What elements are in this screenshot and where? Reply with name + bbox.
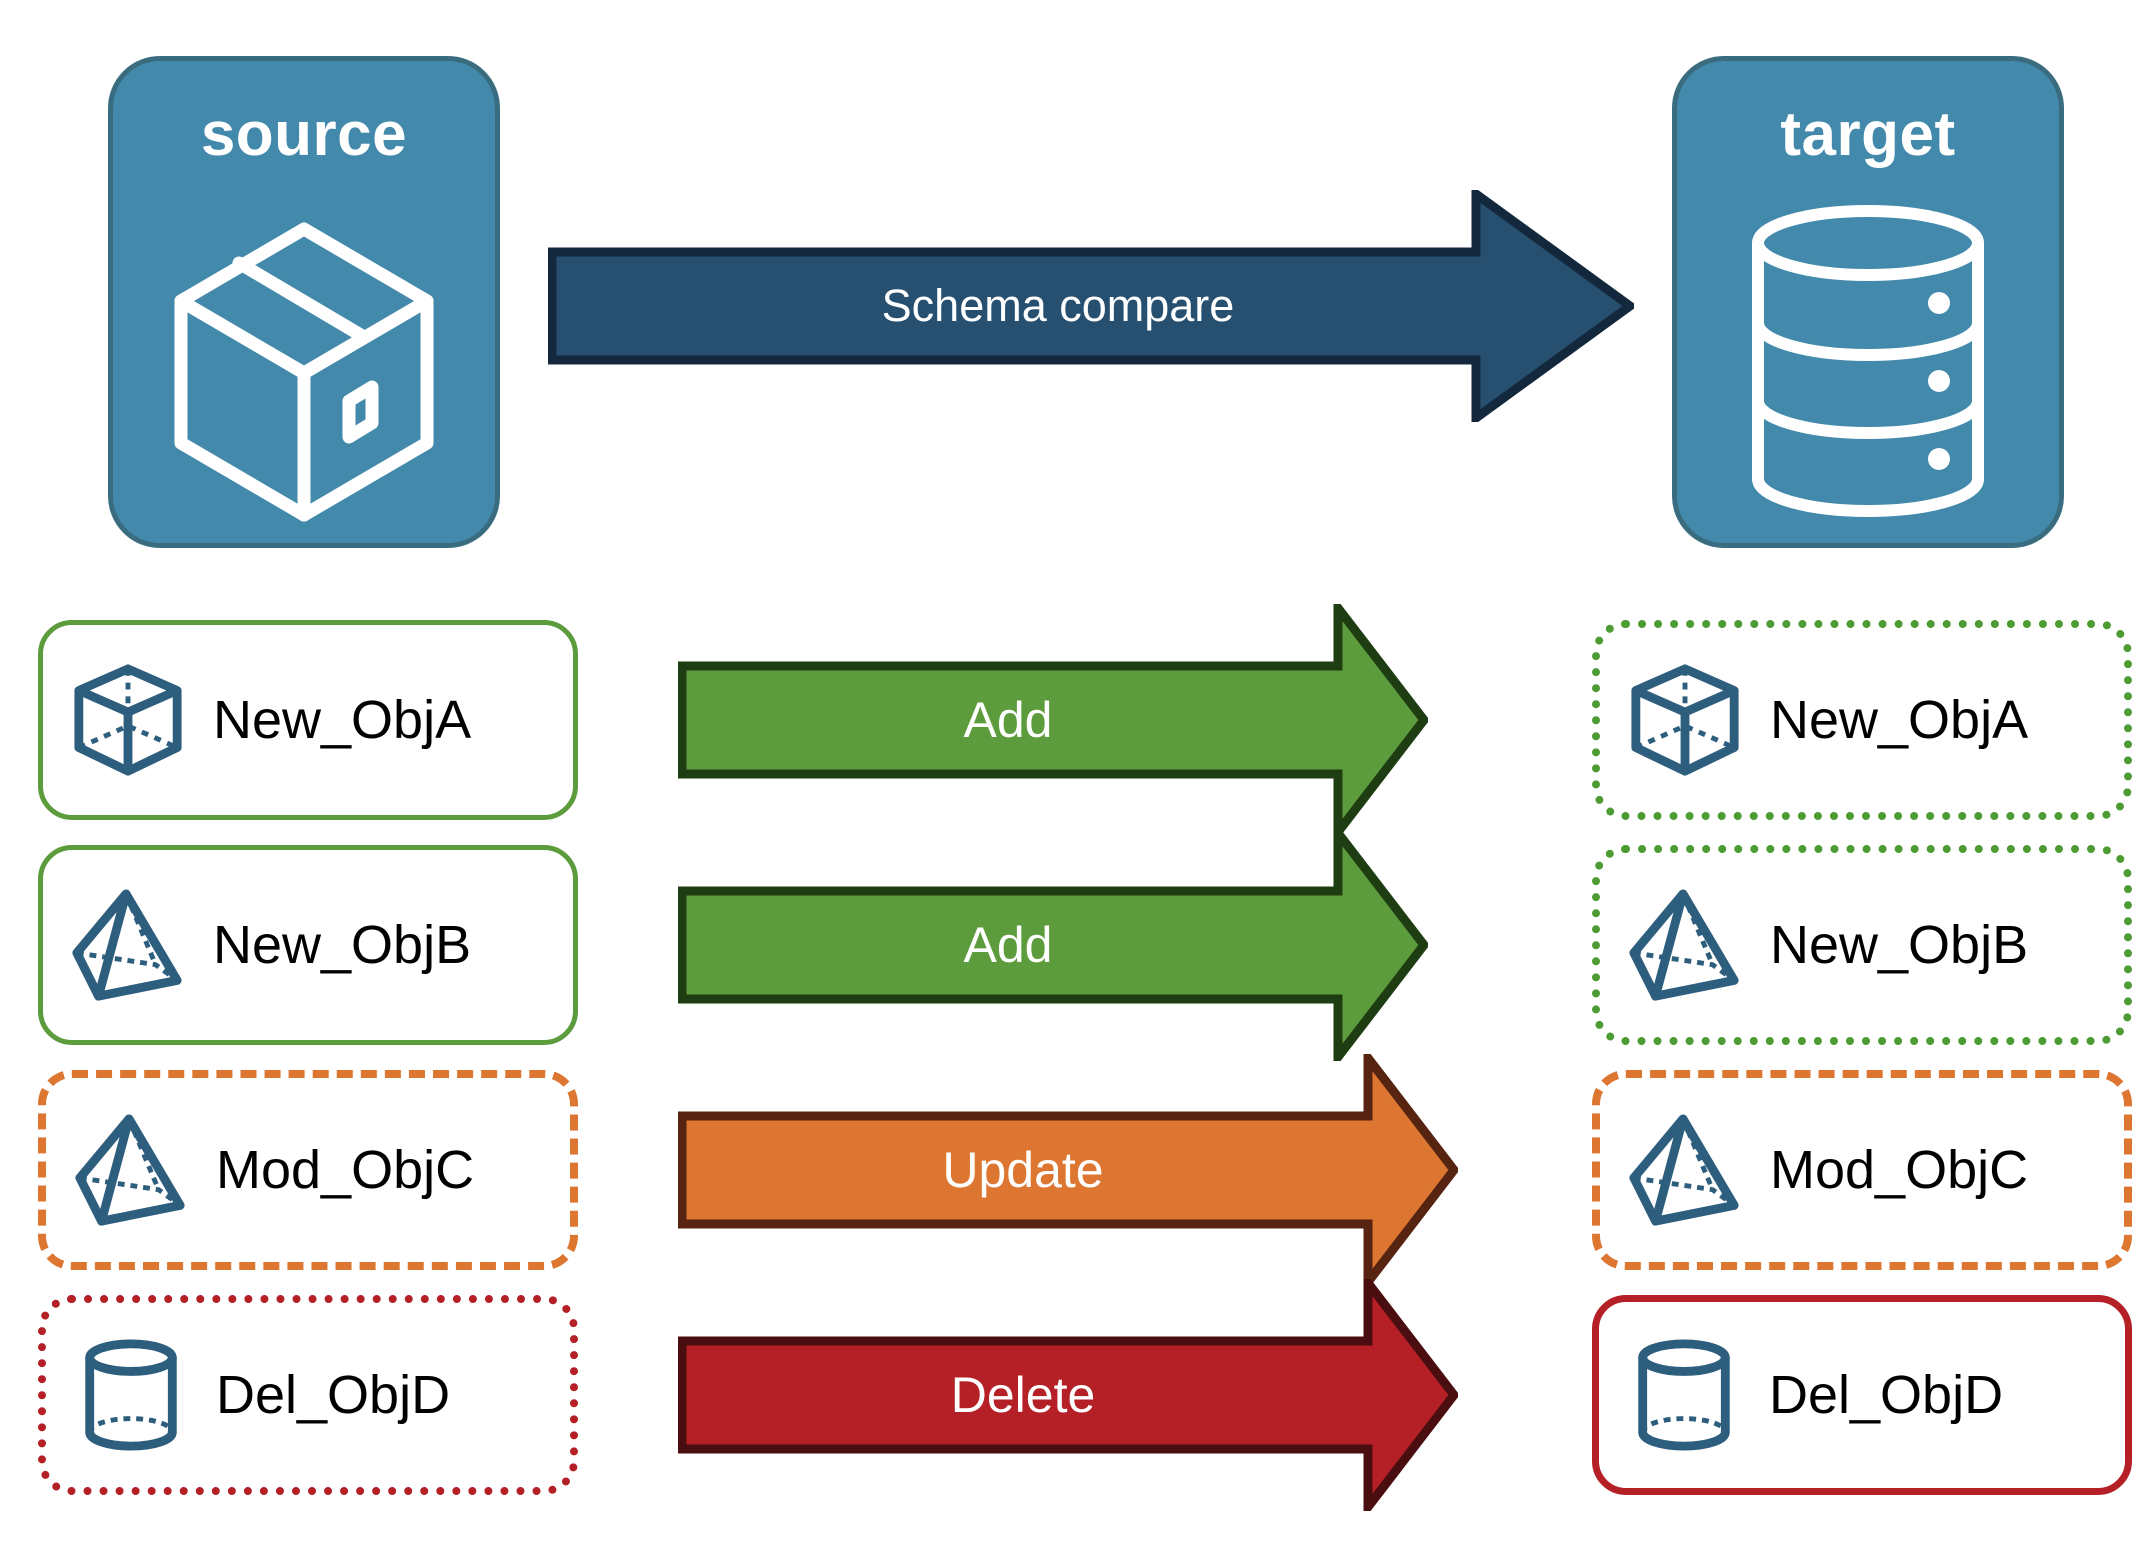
source-object-label-2: Mod_ObjC <box>216 1140 475 1200</box>
cube-wireframe-icon <box>1600 661 1770 779</box>
add-arrow-row-1 <box>678 829 1428 1061</box>
schema-compare-label: Schema compare <box>881 280 1235 331</box>
target-object-row-3[interactable]: Del_ObjD <box>1592 1295 2132 1495</box>
target-object-label-2: Mod_ObjC <box>1770 1140 2029 1200</box>
cube-wireframe-icon <box>43 661 213 779</box>
source-card[interactable]: source <box>108 56 500 548</box>
pyramid-wireframe-icon <box>1600 1111 1770 1229</box>
package-box-icon <box>113 201 495 531</box>
target-object-row-0[interactable]: New_ObjA <box>1592 620 2132 820</box>
delete-arrow-row-3 <box>678 1279 1458 1511</box>
target-object-row-1[interactable]: New_ObjB <box>1592 845 2132 1045</box>
schema-compare-arrow <box>548 190 1634 422</box>
pyramid-wireframe-icon <box>1600 886 1770 1004</box>
pyramid-wireframe-icon <box>43 886 213 1004</box>
source-object-row-2[interactable]: Mod_ObjC <box>38 1070 578 1270</box>
target-object-row-2[interactable]: Mod_ObjC <box>1592 1070 2132 1270</box>
source-object-label-1: New_ObjB <box>213 915 472 975</box>
source-object-row-0[interactable]: New_ObjA <box>38 620 578 820</box>
source-object-row-3[interactable]: Del_ObjD <box>38 1295 578 1495</box>
target-object-label-3: Del_ObjD <box>1769 1365 2004 1425</box>
source-object-label-0: New_ObjA <box>213 690 472 750</box>
target-object-label-0: New_ObjA <box>1770 690 2029 750</box>
source-object-row-1[interactable]: New_ObjB <box>38 845 578 1045</box>
add-arrow-row-0 <box>678 604 1428 836</box>
target-object-label-1: New_ObjB <box>1770 915 2029 975</box>
pyramid-wireframe-icon <box>46 1111 216 1229</box>
cylinder-wireframe-icon <box>46 1336 216 1454</box>
update-arrow-row-2 <box>678 1054 1458 1286</box>
target-card[interactable]: target <box>1672 56 2064 548</box>
source-title: source <box>200 100 408 169</box>
cylinder-wireframe-icon <box>1599 1336 1769 1454</box>
source-object-label-3: Del_ObjD <box>216 1365 451 1425</box>
target-title: target <box>1780 100 1956 169</box>
database-cylinder-icon <box>1677 201 2059 521</box>
